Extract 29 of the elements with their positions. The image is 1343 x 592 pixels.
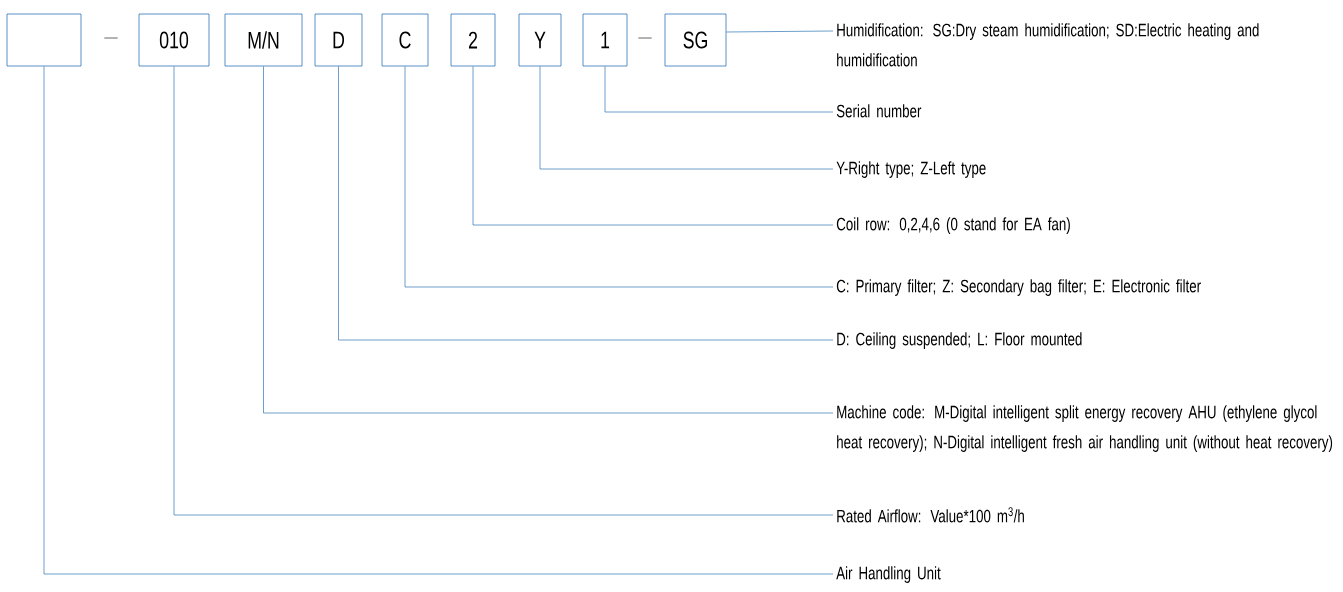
description-text: Coil row: 0,2,4,6 (0 stand for EA fan): [836, 217, 1070, 234]
leader-line: [539, 66, 834, 170]
dash-separator: —: [104, 37, 118, 39]
description-text: Serial number: [836, 104, 922, 118]
leader-line: [604, 66, 834, 113]
description-text: Machine code: M-Digital intelligent split energy recovery AHU (ethylene glycol heat recovery); N-Digital intelligent fresh air handling unit (without heat recovery): [837, 405, 1333, 452]
code-box: Y: [518, 13, 562, 67]
leader-line: [263, 66, 834, 414]
leader-line: [404, 66, 834, 288]
code-box: SG: [664, 13, 727, 67]
description-text: Y-Right type; Z-Left type: [836, 161, 986, 178]
description-text: Humidification: SG:Dry steam humidification; SD:Electric heating and humidification: [837, 23, 1259, 67]
description-text: C: Primary filter; Z: Secondary bag filter; E: Electronic filter: [836, 279, 1201, 296]
leader-line: [173, 66, 834, 516]
code-box: M/N: [224, 13, 303, 67]
code-box: [6, 13, 82, 67]
leader-line: [726, 30, 834, 33]
code-box: 2: [450, 13, 496, 67]
description-text: D: Ceiling suspended; L: Floor mounted: [837, 332, 1082, 349]
dash-separator: —: [638, 37, 652, 39]
leader-line: [472, 66, 834, 226]
code-box: C: [381, 13, 429, 67]
code-box: 010: [138, 13, 210, 67]
description-text: Rated Airflow: Value*100 m$^{3}$/h: [837, 507, 1024, 523]
code-box: 1: [582, 13, 628, 67]
leader-line: [338, 66, 834, 341]
leader-line: [43, 66, 834, 575]
description-text: Air Handling Unit: [836, 566, 941, 583]
code-box: D: [314, 13, 363, 67]
